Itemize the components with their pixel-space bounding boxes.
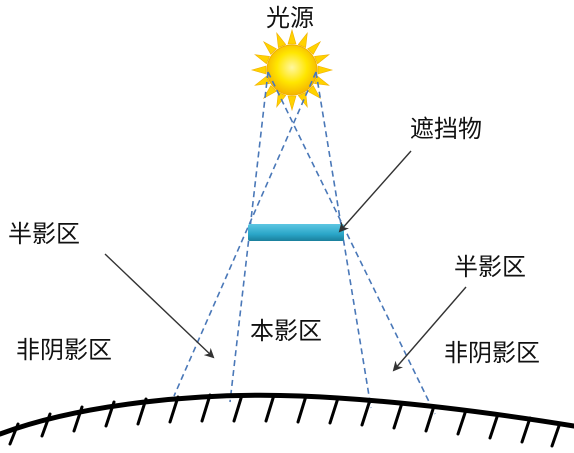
label-non-shadow-left: 非阴影区 (16, 336, 112, 364)
label-light-source: 光源 (266, 4, 314, 32)
ray-left-outer (229, 71, 269, 403)
arrow-obstacle (338, 150, 412, 233)
ground-hatching (8, 393, 562, 448)
light-rays (173, 71, 436, 415)
label-non-shadow-right: 非阴影区 (444, 339, 540, 367)
obstacle-bar (248, 224, 344, 241)
label-penumbra-right: 半影区 (454, 253, 526, 281)
sun-rays (250, 28, 334, 112)
arrow-penumbra-left (104, 253, 215, 359)
label-obstacle: 遮挡物 (410, 115, 482, 143)
pointer-arrows (104, 150, 467, 372)
ray-right-inner (267, 71, 436, 415)
ground (0, 392, 574, 448)
ground-surface (0, 392, 574, 437)
sun-icon (250, 28, 334, 112)
arrow-penumbra-right (392, 286, 467, 372)
sun-disk (266, 44, 318, 96)
label-umbra: 本影区 (250, 317, 322, 345)
label-penumbra-left: 半影区 (8, 220, 80, 248)
